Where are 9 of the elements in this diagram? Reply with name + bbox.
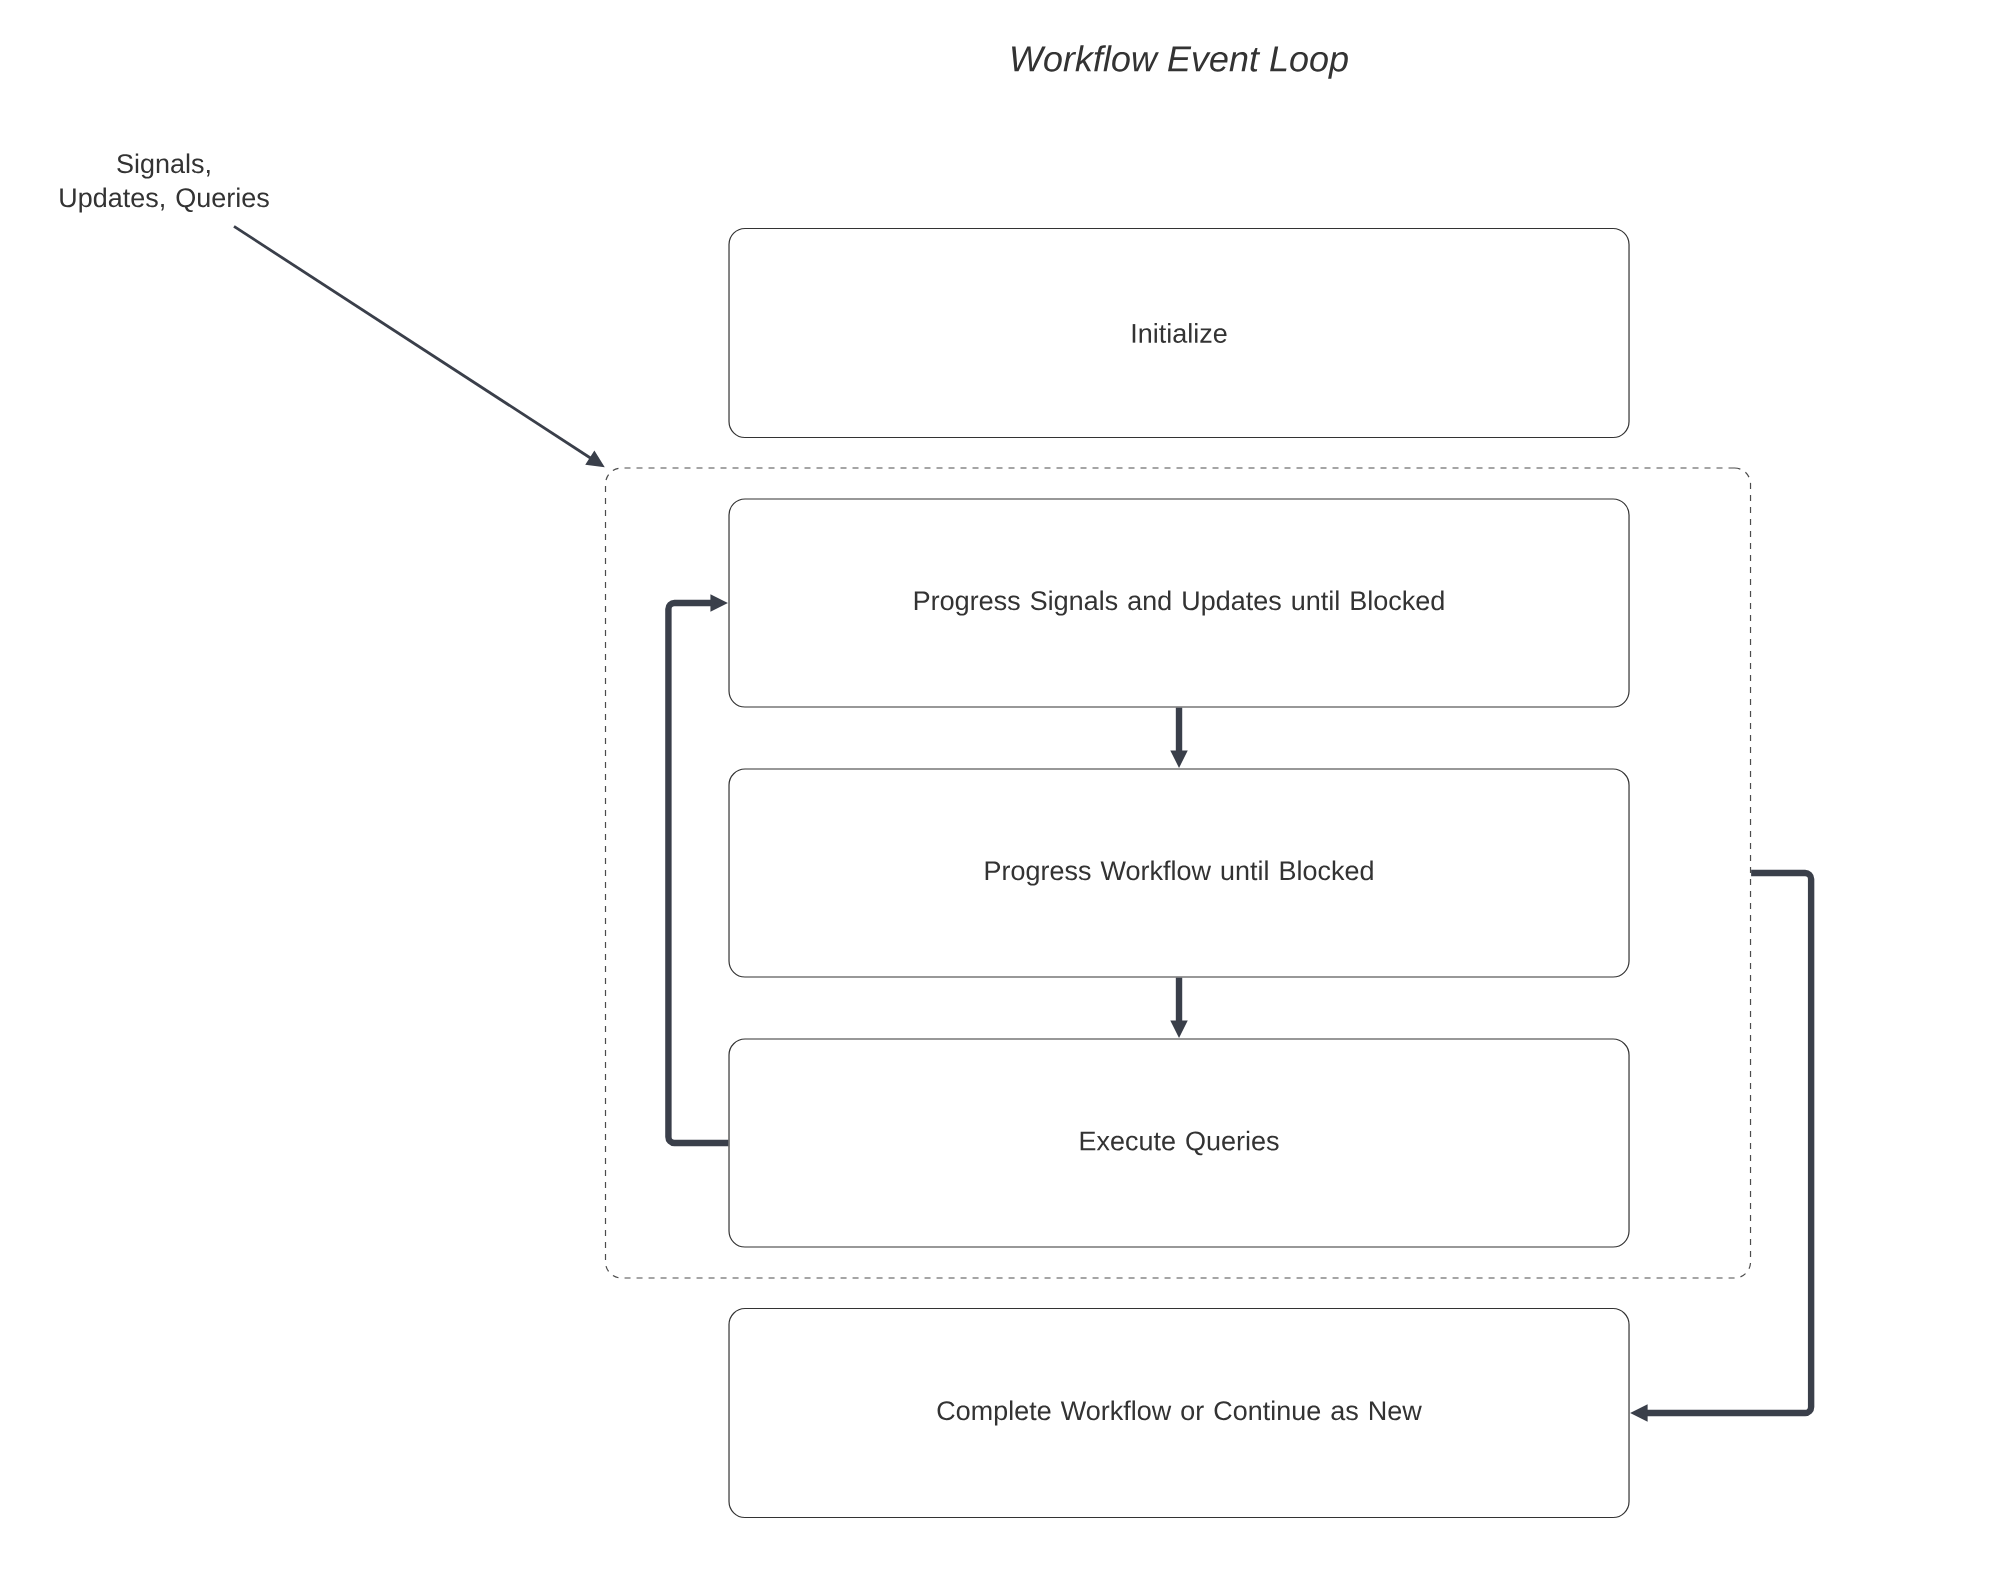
process-box: Initialize [728,227,1630,439]
process-box: Complete Workflow or Continue as New [728,1307,1630,1519]
process-box: Execute Queries [728,1038,1630,1248]
title: Workflow Event Loop [1012,45,1348,79]
arrow [665,594,729,1147]
process-box: Progress Signals and Updates until Blocked [728,498,1630,708]
process-box: Progress Workflow until Blocked [728,768,1630,978]
input-label: Signals, Updates, Queries [60,153,269,213]
dashed-frame [604,467,1752,1279]
